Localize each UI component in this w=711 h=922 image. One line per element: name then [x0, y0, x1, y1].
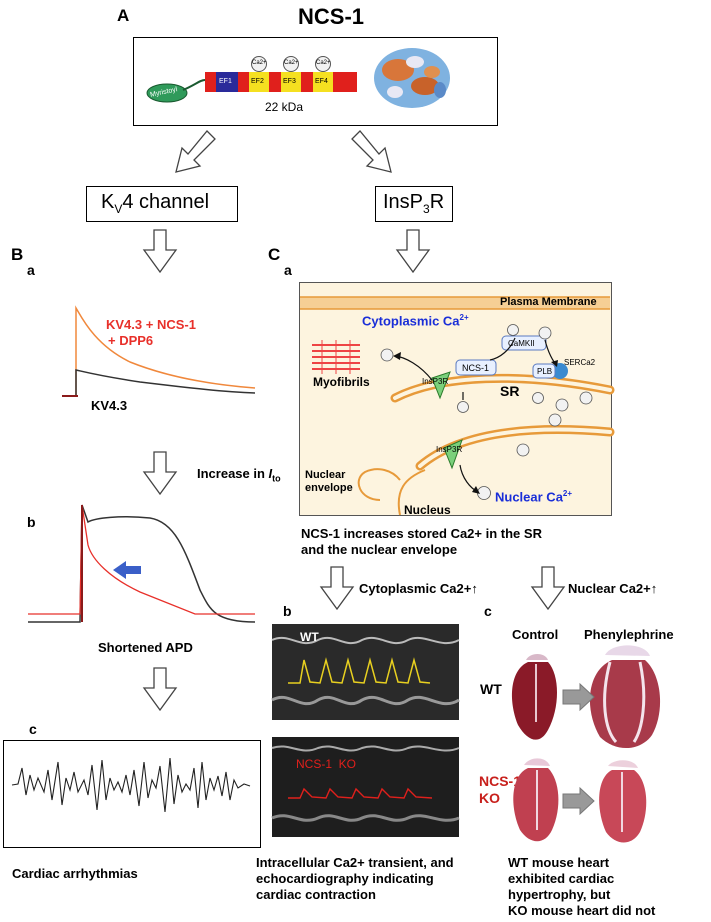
kv43-label: KV4.3	[91, 398, 128, 413]
serca2-pump	[552, 363, 568, 379]
wt-row-label: WT	[480, 681, 502, 697]
ef1-label: EF1	[219, 78, 232, 85]
ef3-domain	[281, 72, 301, 92]
phenylephrine-label: Phenylephrine	[584, 627, 674, 642]
cardiac-arrhythmias-caption: Cardiac arrhythmias	[12, 866, 138, 881]
nucleus-label: Nucleus	[404, 503, 451, 517]
plasma-membrane	[300, 297, 610, 309]
down-arrow-nuc-ca	[530, 566, 566, 611]
down-arrow-insp3r	[395, 229, 431, 274]
myristoyl-group	[146, 83, 188, 103]
ef2-label: EF2	[251, 78, 264, 85]
insp3r-sr-label: InsP3R	[422, 377, 449, 386]
arrow-to-insp3r	[351, 130, 392, 173]
ncs1-box	[455, 359, 497, 376]
ko-row-label: NCS-1 KO	[479, 773, 522, 806]
kv43-ncs1-dpp6-trace	[62, 305, 256, 397]
plasma-membrane-label: Plasma Membrane	[500, 296, 597, 308]
ef4-domain	[313, 72, 333, 92]
down-arrow-apd	[142, 667, 178, 712]
nuclear-envelope-label: Nuclear envelope	[305, 469, 353, 494]
kv43-ncs1-label: KV4.3 + NCS-1 + DPP6	[106, 317, 196, 348]
down-arrow-kv4	[142, 229, 178, 274]
insp3r-box	[375, 186, 453, 222]
down-arrow-ito	[142, 451, 178, 496]
camkii-label: CaMKII	[508, 339, 535, 348]
down-arrow-cyto-ca	[319, 566, 355, 611]
panel-ca-caption: NCS-1 increases stored Ca2+ in the SR an…	[301, 526, 542, 557]
arrow-to-kv4	[175, 130, 216, 173]
panel-cb-letter: b	[283, 603, 292, 619]
plb-box	[532, 363, 556, 379]
ko-control-heart	[513, 758, 559, 842]
ca-label: Ca2+	[284, 60, 299, 66]
ncs1-domain-diagram	[146, 48, 450, 108]
shortened-apd-caption: Shortened APD	[98, 640, 193, 655]
increase-ito-label: Increase in Ito	[197, 466, 281, 484]
split-arrows	[175, 130, 392, 173]
control-label: Control	[512, 627, 559, 642]
ca-label: Ca2+	[252, 60, 267, 66]
cytoplasmic-ca-label: Cytoplasmic Ca2+	[362, 313, 469, 329]
ap-shortened-trace	[28, 504, 255, 615]
wt-echo-label: WT	[300, 630, 319, 644]
ca-ion-icon	[251, 56, 267, 72]
ko-echo-label: NCS-1 KO	[296, 757, 357, 771]
cytoplasmic-ca-increase-label: Cytoplasmic Ca2+↑	[359, 581, 478, 596]
kv4-channel-label: KV4 channel	[101, 191, 210, 216]
ca-ion-icon	[380, 324, 593, 500]
nuclear-ca-label: Nuclear Ca2+	[495, 489, 573, 505]
treatment-arrow-ko	[562, 786, 595, 816]
insp3r-nuc-label: InsP3R	[436, 445, 463, 454]
panel-bc-letter: c	[29, 721, 37, 737]
ca-ion-icon	[283, 56, 299, 72]
ef3-label: EF3	[283, 78, 296, 85]
insp3r-label: InsP3R	[383, 191, 445, 216]
plb-label: PLB	[537, 367, 553, 376]
ncs1-title: NCS-1	[298, 4, 365, 29]
sr-label: SR	[500, 383, 520, 399]
panel-ca-letter: a	[284, 262, 292, 278]
ko-ca-transient-trace	[288, 787, 433, 799]
panel-cb-caption: Intracellular Ca2+ transient, and echoca…	[256, 855, 454, 902]
insp3r-channel-sr	[431, 371, 451, 400]
serca2-label: SERCa2	[564, 358, 596, 367]
insp3r-channel-nuclear	[443, 439, 463, 470]
ap-control-trace	[28, 504, 256, 623]
wt-ca-transient-trace	[288, 657, 431, 684]
ef4-label: EF4	[315, 78, 328, 85]
panel-c-letter: C	[268, 245, 281, 264]
panel-b-letter: B	[11, 245, 24, 264]
ncs1-3d-structure	[374, 48, 450, 108]
ca-ion-icon	[315, 56, 331, 72]
nuclear-ca-increase-label: Nuclear Ca2+↑	[568, 581, 658, 596]
ko-phenylephrine-heart	[599, 760, 647, 843]
kv43-trace	[62, 369, 256, 397]
wt-control-heart	[512, 654, 557, 740]
kv4-channel-box	[86, 186, 238, 222]
myofibrils-label: Myofibrils	[313, 375, 370, 389]
treatment-arrow-wt	[562, 682, 595, 712]
ef1-domain	[216, 72, 238, 92]
panel-ba-letter: a	[27, 262, 35, 278]
panel-cc-caption: WT mouse heart exhibited cardiac hypertr…	[508, 855, 656, 918]
ncs1-label: NCS-1	[462, 363, 490, 373]
ecg-box	[3, 740, 261, 848]
panel-cc-letter: c	[484, 603, 492, 619]
ef2-domain	[249, 72, 269, 92]
mass-label: 22 kDa	[265, 100, 304, 114]
ca-label: Ca2+	[316, 60, 331, 66]
panel-a-letter: A	[117, 6, 130, 25]
wt-phenylephrine-heart	[589, 645, 661, 749]
shortening-arrow	[113, 561, 141, 579]
panel-bb-letter: b	[27, 514, 36, 530]
